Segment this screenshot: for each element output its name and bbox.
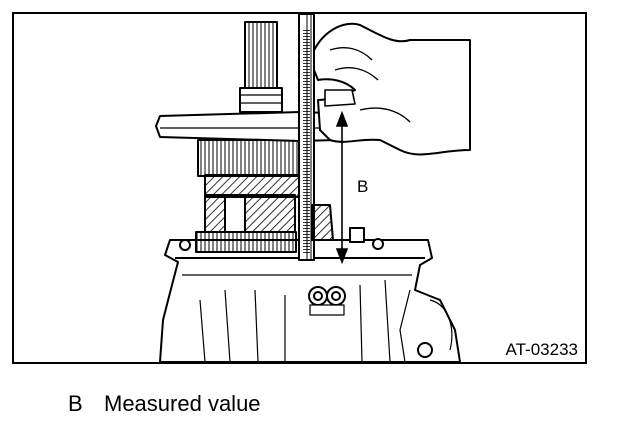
bottom-gear: [195, 231, 297, 253]
transmission-drawing: [155, 13, 471, 363]
dimension-label: B: [357, 177, 368, 196]
figure-code: AT-03233: [506, 340, 578, 359]
legend-text: Measured value: [104, 391, 261, 416]
legend-key: B: [68, 391, 83, 416]
legend: B Measured value: [68, 391, 261, 417]
gear-upper: [197, 139, 309, 177]
gear-stack-lower: [204, 194, 296, 233]
dimension-b: [335, 110, 349, 265]
hand-holding-gauge: [309, 22, 471, 156]
main-shaft: [244, 21, 278, 95]
